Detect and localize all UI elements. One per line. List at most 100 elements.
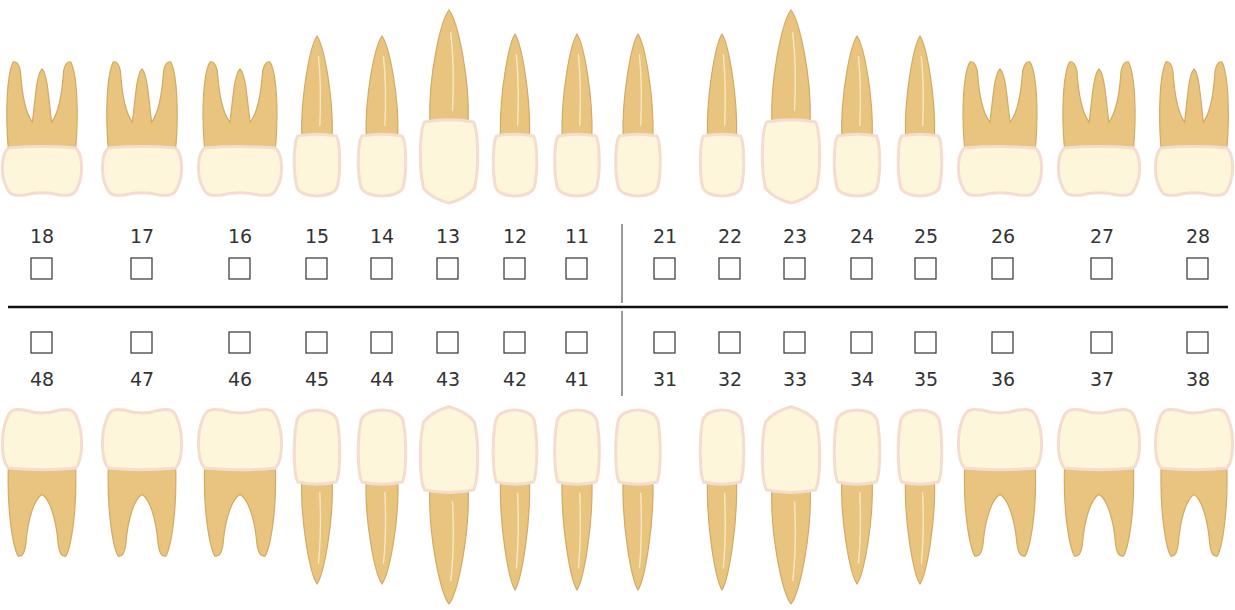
tooth-root [623, 34, 653, 138]
tooth [420, 10, 477, 203]
tooth-crown [420, 407, 477, 493]
tooth-number: 44 [368, 369, 396, 390]
tooth-crown [493, 410, 537, 484]
tooth [616, 410, 661, 590]
tooth-root [366, 36, 398, 138]
tooth-root [7, 62, 77, 150]
tooth [834, 410, 880, 584]
checkbox [992, 332, 1013, 353]
tooth-number: 46 [226, 369, 254, 390]
tooth-root [302, 36, 333, 138]
tooth-number: 24 [848, 226, 876, 247]
checkbox [654, 258, 675, 279]
tooth-number: 18 [28, 226, 56, 247]
checkbox [1187, 258, 1208, 279]
root-highlight [318, 492, 320, 563]
tooth [616, 34, 661, 196]
tooth-number: 34 [848, 369, 876, 390]
checkbox [719, 332, 740, 353]
tooth-crown [1155, 409, 1232, 469]
tooth [1058, 62, 1139, 196]
root-highlight [578, 493, 580, 569]
tooth [958, 62, 1041, 196]
checkbox [851, 332, 872, 353]
tooth-number: 47 [128, 369, 156, 390]
tooth-number: 14 [368, 226, 396, 247]
checkbox [915, 332, 936, 353]
tooth-root [500, 480, 529, 590]
jaw-divider [8, 306, 1228, 309]
tooth-root [772, 10, 811, 124]
checkboxes [31, 258, 1208, 353]
tooth-root [366, 480, 398, 584]
tooth-crown [2, 409, 81, 469]
checkbox [371, 258, 392, 279]
checkbox [437, 332, 458, 353]
root-highlight [383, 492, 385, 563]
tooth-number: 23 [781, 226, 809, 247]
tooth-root [623, 480, 653, 590]
tooth-root [842, 480, 873, 584]
tooth-crown [762, 120, 819, 203]
tooth-root [500, 34, 529, 138]
tooth-root [1161, 466, 1227, 556]
checkbox [504, 258, 525, 279]
checkbox [654, 332, 675, 353]
tooth-number: 26 [989, 226, 1017, 247]
tooth-crown [294, 410, 340, 484]
checkbox [31, 258, 52, 279]
tooth-number: 41 [563, 369, 591, 390]
tooth-crown [102, 147, 181, 196]
tooth-crown [958, 147, 1041, 196]
checkbox [1091, 258, 1112, 279]
tooth-number: 37 [1088, 369, 1116, 390]
tooth-root [1063, 62, 1135, 150]
tooth-root [430, 488, 469, 604]
root-highlight [921, 492, 923, 563]
tooth [762, 407, 819, 604]
tooth-number: 42 [501, 369, 529, 390]
tooth-crown [762, 407, 819, 493]
tooth [2, 409, 81, 556]
teeth [2, 10, 1232, 604]
tooth-crown [898, 410, 942, 484]
tooth-number: 17 [128, 226, 156, 247]
tooth-root [905, 36, 934, 138]
checkbox [31, 332, 52, 353]
tooth-crown [198, 147, 281, 196]
tooth-number: 12 [501, 226, 529, 247]
root-highlight [516, 54, 518, 125]
checkbox [851, 258, 872, 279]
tooth-root [707, 34, 736, 138]
tooth-number: 35 [912, 369, 940, 390]
tooth-number: 43 [434, 369, 462, 390]
checkbox [915, 258, 936, 279]
root-highlight [383, 56, 385, 126]
tooth-crown [2, 147, 81, 196]
tooth-number: 15 [303, 226, 331, 247]
midline [621, 311, 622, 396]
tooth-crown [1058, 147, 1139, 196]
tooth [102, 409, 181, 556]
tooth [700, 34, 744, 196]
tooth [2, 62, 81, 196]
root-highlight [639, 54, 641, 125]
tooth [555, 410, 600, 590]
tooth [1155, 62, 1232, 196]
tooth [1155, 409, 1232, 556]
tooth-crown [358, 410, 405, 484]
root-highlight [793, 32, 796, 110]
tooth-root [772, 488, 811, 604]
tooth-root [203, 62, 277, 150]
tooth-number: 11 [563, 226, 591, 247]
root-highlight [723, 54, 725, 125]
tooth-number: 16 [226, 226, 254, 247]
tooth [294, 36, 340, 196]
root-highlight [318, 56, 320, 126]
tooth-number: 48 [28, 369, 56, 390]
root-highlight [858, 492, 860, 563]
tooth [102, 62, 181, 196]
checkbox [566, 258, 587, 279]
checkbox [992, 258, 1013, 279]
